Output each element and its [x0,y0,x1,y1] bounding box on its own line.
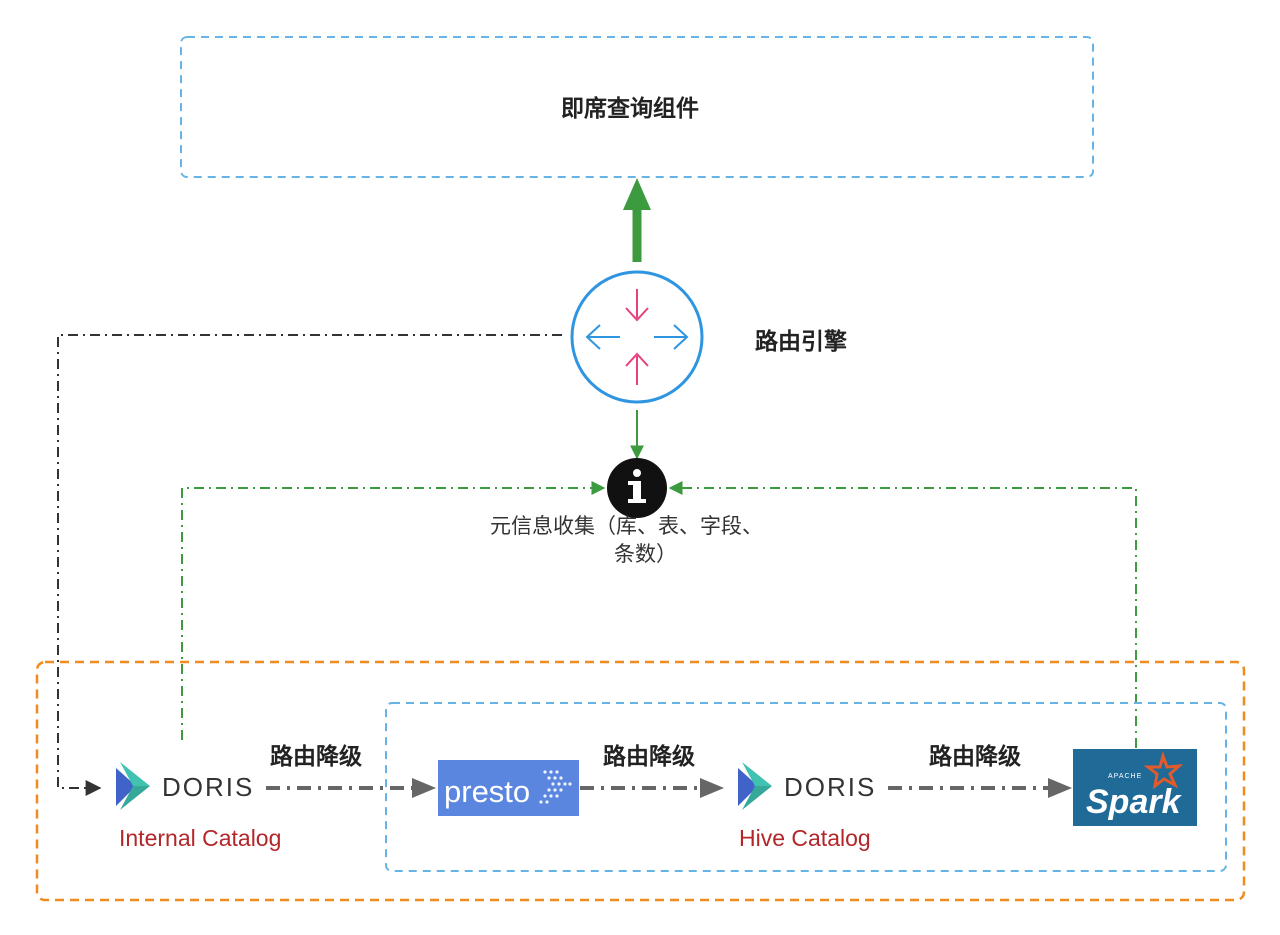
spark-wordmark: Spark [1086,783,1183,821]
fallback-label-3: 路由降级 [929,744,1021,770]
catalog-group-box [35,660,1246,902]
doris-logo-hive: DORIS [738,762,876,810]
router-to-query-arrow-head [623,178,651,210]
metadata-label-line2: 条数） [614,542,677,566]
internal-to-metadata-link [181,481,606,740]
fallback-label-1: 路由降级 [270,744,362,770]
router-icon [570,270,704,404]
hive-catalog-label: Hive Catalog [739,825,871,851]
doris-internal-wordmark: DORIS [162,772,254,802]
fallback-label-2: 路由降级 [603,744,695,770]
spark-apache-text: APACHE [1108,773,1142,780]
presto-wordmark: presto [444,774,530,809]
router-engine-label: 路由引擎 [755,329,847,355]
adhoc-query-label: 即席查询组件 [561,96,699,122]
hive-catalog-box [385,702,1227,872]
adhoc-query-box [180,36,1094,178]
presto-logo: presto [438,760,579,816]
router-to-internal-link [57,334,562,796]
spark-logo: APACHE Spark [1073,749,1197,826]
doris-logo-internal: DORIS [116,762,254,810]
info-icon [607,458,667,518]
internal-catalog-label: Internal Catalog [119,825,282,851]
doris-hive-wordmark: DORIS [784,772,876,802]
metadata-label-line1: 元信息收集（库、表、字段、 [490,514,763,538]
